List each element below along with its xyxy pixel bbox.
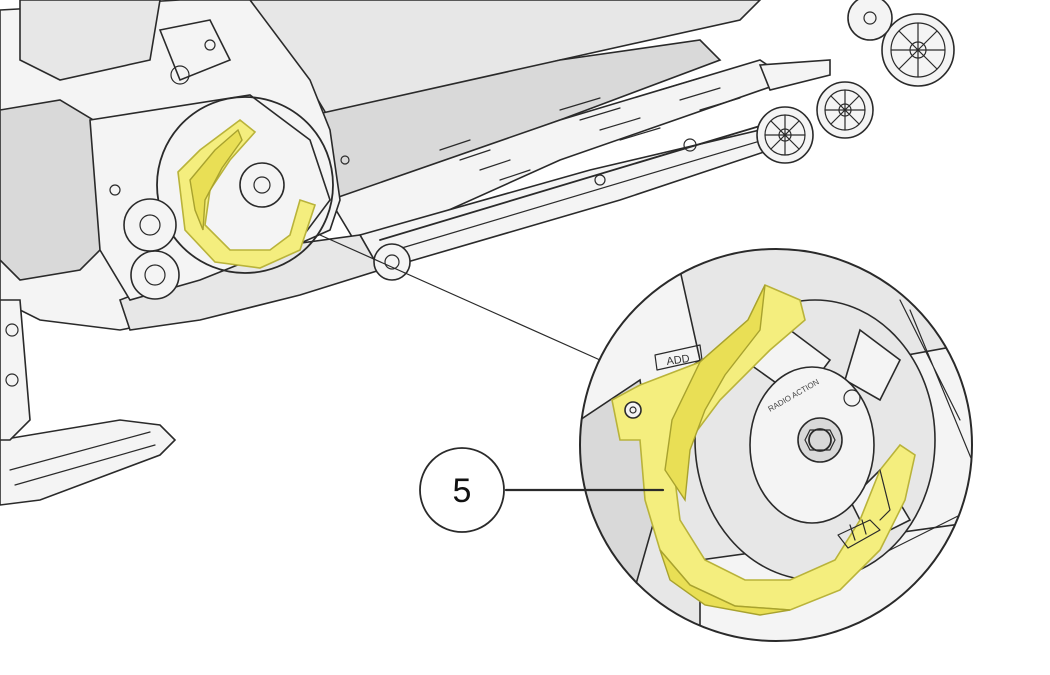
- callout-circle: [419, 447, 505, 533]
- clutch-guard-large: [611, 283, 916, 616]
- snowmobile-body: [0, 0, 803, 331]
- callout-number: 5: [453, 472, 472, 510]
- clutch-guard-small: [177, 118, 317, 269]
- detail-source-circle: [156, 96, 334, 274]
- callout-5: 5: [419, 447, 665, 533]
- front-ski: [0, 299, 177, 506]
- detail-view: RADIO ACTION ADD: [579, 248, 973, 642]
- wheel-4: [847, 0, 893, 41]
- detail-leader-line: [319, 234, 601, 361]
- detail-border: [579, 248, 973, 642]
- rear-wheels: [756, 0, 955, 164]
- drive-sprocket: [123, 198, 180, 300]
